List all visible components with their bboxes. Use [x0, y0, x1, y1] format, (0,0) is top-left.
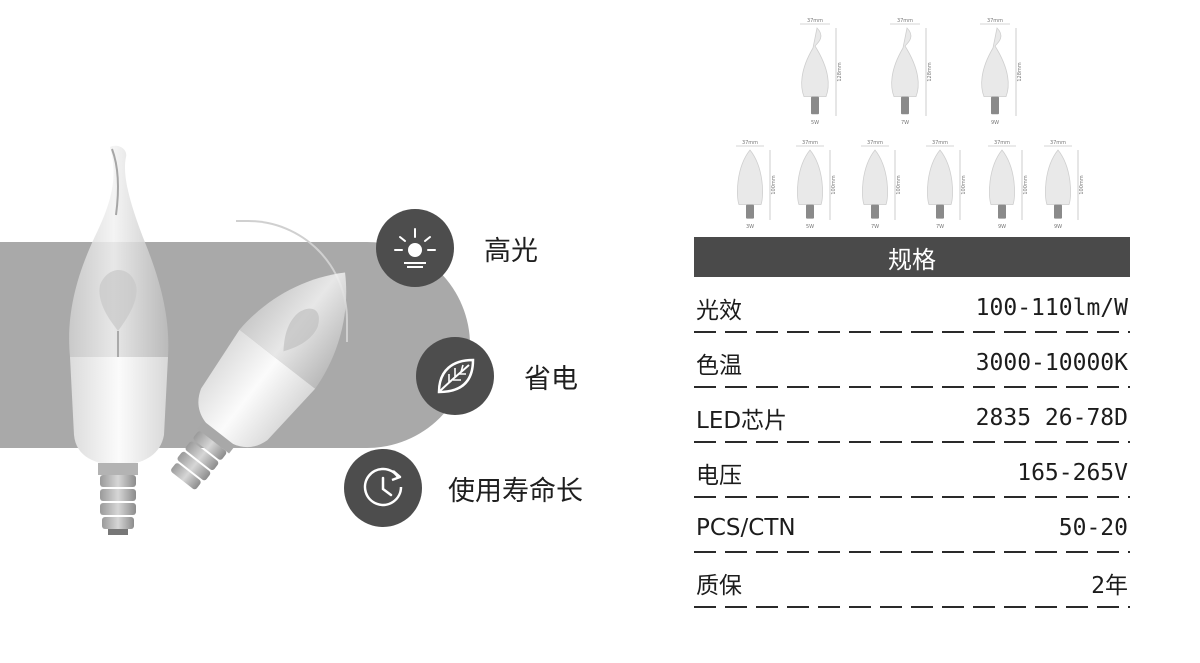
feature-label: 使用寿命长 — [448, 475, 583, 507]
power-label: 7W — [901, 120, 909, 126]
bulb-shell — [891, 27, 919, 98]
power-label: 9W — [998, 224, 1006, 230]
width-dimension-label: 37mm — [867, 140, 883, 146]
clock-icon — [363, 467, 403, 507]
dimension-drawing-bottom-3: 37mm 100mm 7W — [926, 140, 967, 230]
bulb-shell — [989, 149, 1015, 205]
height-dimension-label: 100mm — [1079, 175, 1085, 194]
power-label: 5W — [806, 224, 814, 230]
power-label: 7W — [871, 224, 879, 230]
sun-light-icon — [394, 228, 436, 268]
power-label: 9W — [1054, 224, 1062, 230]
height-dimension-label: 128mm — [927, 62, 933, 81]
spec-row-pcs-ctn: PCS/CTN 50-20 — [694, 500, 1130, 555]
bulb-screw — [901, 96, 909, 115]
width-dimension-label: 37mm — [802, 140, 818, 146]
bulb-screw — [746, 204, 754, 219]
dimension-drawing-bottom-0: 37mm 100mm 3W — [736, 140, 777, 230]
spec-value: 2年 — [1091, 572, 1128, 599]
bulb-shell — [801, 27, 829, 98]
height-dimension-label: 100mm — [961, 175, 967, 194]
dimension-drawing-top-2: 37mm 128mm 9W — [980, 18, 1023, 126]
spec-row-warranty: 质保 2年 — [694, 555, 1130, 610]
width-dimension-label: 37mm — [994, 140, 1010, 146]
dimension-drawing-bottom-5: 37mm 100mm 9W — [1044, 140, 1085, 230]
power-label: 3W — [746, 224, 754, 230]
power-label: 9W — [991, 120, 999, 126]
flame-tip-bulb — [69, 145, 169, 535]
spec-key: 色温 — [696, 352, 742, 379]
spec-value: 2835 26-78D — [975, 404, 1128, 431]
spec-value: 165-265V — [1017, 459, 1128, 486]
spec-row-led-chip: LED芯片 2835 26-78D — [694, 390, 1130, 445]
spec-table: 光效 100-110lm/W 色温 3000-10000K LED芯片 2835… — [694, 280, 1130, 610]
bulb-screw — [871, 204, 879, 219]
dimension-drawing-top-0: 37mm 128mm 5W — [800, 18, 843, 126]
spec-key: PCS/CTN — [696, 514, 796, 541]
dimension-drawing-bottom-4: 37mm 100mm 9W — [988, 140, 1029, 230]
width-dimension-label: 37mm — [807, 18, 823, 24]
spec-value: 100-110lm/W — [975, 294, 1128, 321]
feature-power-saving: 省电 — [416, 336, 578, 416]
spec-row-color-temp: 色温 3000-10000K — [694, 335, 1130, 390]
product-bulbs-image — [69, 145, 347, 535]
feature-icon-circle — [376, 209, 454, 287]
height-dimension-label: 128mm — [1017, 62, 1023, 81]
bulb-shell — [927, 149, 953, 205]
spec-table-header: 规格 — [694, 237, 1130, 277]
bulb-shell — [981, 27, 1009, 98]
dimension-drawing-top-1: 37mm 128mm 7W — [890, 18, 933, 126]
spec-key: 光效 — [696, 297, 742, 324]
height-dimension-label: 100mm — [896, 175, 902, 194]
bulb-screw — [806, 204, 814, 219]
bulb-screw — [811, 96, 819, 115]
power-label: 5W — [811, 120, 819, 126]
bulb-shell — [737, 149, 763, 205]
leaf-icon — [437, 358, 475, 394]
bulb-screw — [1054, 204, 1062, 219]
width-dimension-label: 37mm — [742, 140, 758, 146]
feature-high-light: 高光 — [376, 208, 538, 288]
feature-long-life: 使用寿命长 — [344, 448, 583, 528]
spec-row-voltage: 电压 165-265V — [694, 445, 1130, 500]
dimension-drawing-bottom-2: 37mm 100mm 7W — [861, 140, 902, 230]
bulb-shell — [797, 149, 823, 205]
height-dimension-label: 100mm — [771, 175, 777, 194]
spec-header-title: 规格 — [888, 245, 936, 274]
bulb-screw — [998, 204, 1006, 219]
height-dimension-label: 100mm — [1023, 175, 1029, 194]
spec-row-efficacy: 光效 100-110lm/W — [694, 280, 1130, 335]
dimension-drawing-bottom-1: 37mm 100mm 5W — [796, 140, 837, 230]
bulb-shell — [862, 149, 888, 205]
width-dimension-label: 37mm — [987, 18, 1003, 24]
candle-bulb — [171, 272, 347, 490]
spec-value: 3000-10000K — [975, 349, 1128, 376]
feature-label: 省电 — [524, 363, 578, 395]
power-label: 7W — [936, 224, 944, 230]
spec-value: 50-20 — [1058, 514, 1128, 541]
bulb-screw — [991, 96, 999, 115]
spec-key: 电压 — [696, 462, 742, 489]
height-dimension-label: 100mm — [831, 175, 837, 194]
feature-icon-circle — [344, 449, 422, 527]
feature-label: 高光 — [484, 235, 538, 267]
width-dimension-label: 37mm — [932, 140, 948, 146]
width-dimension-label: 37mm — [897, 18, 913, 24]
height-dimension-label: 128mm — [837, 62, 843, 81]
bulb-screw — [936, 204, 944, 219]
bulb-dimension-drawings: 37mm 128mm 5W 37mm 128mm 7W 37mm 128mm 9W 37mm 100… — [736, 18, 1085, 230]
bulb-shell — [1045, 149, 1071, 205]
spec-key: 质保 — [696, 572, 742, 599]
feature-icon-circle — [416, 337, 494, 415]
spec-key: LED芯片 — [696, 407, 788, 434]
width-dimension-label: 37mm — [1050, 140, 1066, 146]
